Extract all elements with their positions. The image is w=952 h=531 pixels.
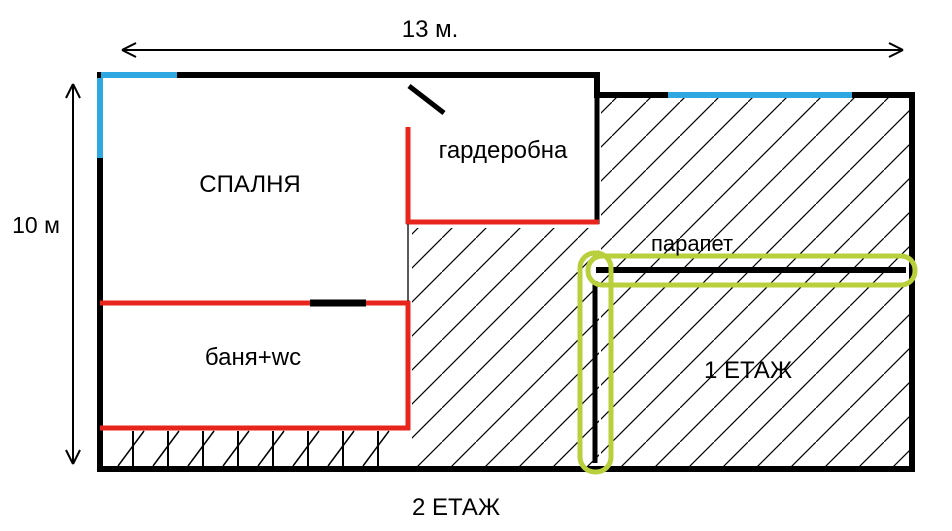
floor-1-label: 1 ЕТАЖ (704, 357, 792, 384)
wardrobe-label: гардеробна (439, 137, 568, 164)
width-dimension (121, 42, 904, 58)
stair-hatch (327, 430, 355, 467)
stairs (117, 430, 390, 467)
stair-hatch (152, 430, 180, 467)
bedroom-label: СПАЛНЯ (199, 171, 301, 198)
stair-hatch (257, 430, 285, 467)
bathroom-label: баня+wc (205, 344, 301, 371)
height-dimension (65, 83, 81, 465)
stair-hatch (362, 430, 390, 467)
parapet-highlight-vertical (577, 250, 614, 475)
arrowhead-up-icon (65, 83, 81, 99)
door-swing-line (407, 84, 446, 115)
stair-hatch (222, 430, 250, 467)
stair-hatch (187, 430, 215, 467)
parapet-highlight-horizontal (585, 253, 918, 288)
parapet-label: парапет (651, 231, 733, 256)
arrowhead-right-icon (888, 42, 904, 58)
outer-wall (97, 72, 915, 472)
stair-hatch (292, 430, 320, 467)
width-dimension-label: 13 м. (402, 16, 459, 43)
height-dimension-label: 10 м (12, 212, 60, 238)
stair-hatch (117, 430, 145, 467)
windows-group (97, 72, 852, 158)
floor-2-label: 2 ЕТАЖ (412, 494, 500, 521)
arrowhead-down-icon (65, 449, 81, 465)
parapet-highlight-group (577, 250, 918, 475)
arrowhead-left-icon (121, 42, 137, 58)
hatch-area-middle (412, 228, 599, 467)
